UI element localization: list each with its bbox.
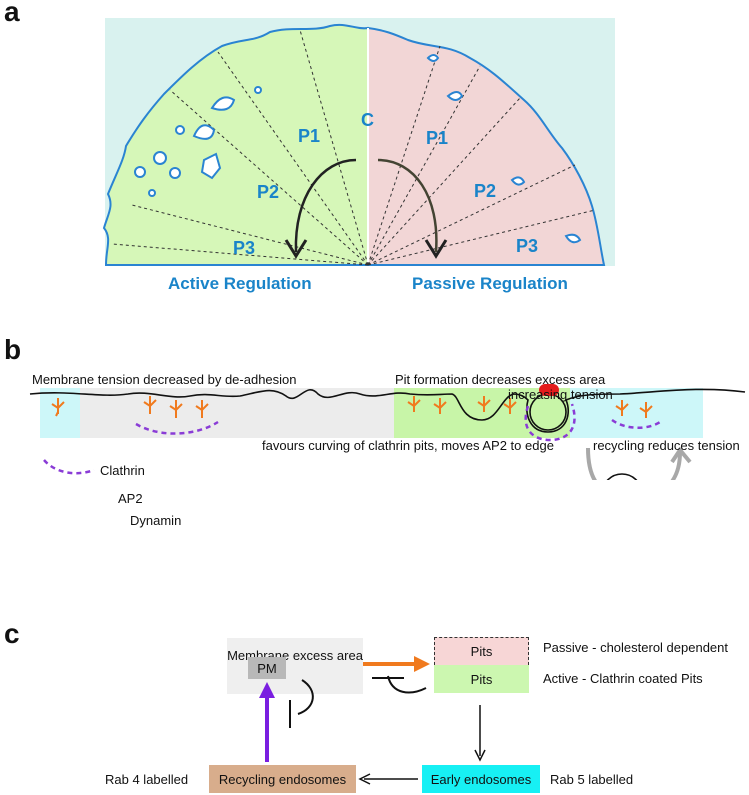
text-increasing-tension: increasing tension [508, 387, 613, 402]
pm-box: PM [248, 657, 286, 679]
legend-ap2-label: AP2 [118, 491, 143, 506]
label-c: C [361, 110, 374, 130]
panel-b-letter: b [4, 334, 22, 365]
recycled-vesicle [606, 473, 638, 480]
rab5-label: Rab 5 labelled [550, 772, 634, 787]
recycling-arrow-up [670, 451, 682, 480]
panel-b-diagram [29, 384, 746, 480]
dynamin-marker [539, 384, 559, 396]
recycling-arrowhead-up [670, 446, 692, 464]
left-arrowhead [358, 773, 371, 785]
active-note: Active - Clathrin coated Pits [543, 671, 703, 686]
label-passive-p3: P3 [516, 236, 539, 256]
passive-curve-arrow [377, 158, 438, 253]
membrane-line [29, 388, 746, 433]
legend-dynamin-label: Dynamin [130, 513, 182, 528]
panel-c-letter: c [4, 618, 20, 649]
active-curve-arrow [294, 158, 357, 253]
legend-clathrin-label: Clathrin [100, 463, 145, 478]
text-favours: favours curving of clathrin pits, moves … [262, 438, 554, 453]
label-active-p3: P3 [233, 238, 256, 258]
down-arrowhead [474, 749, 486, 762]
purple-arrowhead [259, 682, 275, 698]
panel-a-letter: a [4, 0, 20, 27]
early-endosomes-box: Early endosomes [422, 765, 540, 793]
passive-arrowhead [424, 239, 448, 259]
ap2-markers [51, 396, 653, 418]
pits-active-box: Pits [434, 665, 529, 693]
passive-note: Passive - cholesterol dependent [543, 640, 729, 655]
recycling-endosomes-box: Recycling endosomes [209, 765, 356, 793]
rab4-label: Rab 4 labelled [105, 772, 189, 787]
text-tension-decreased: Membrane tension decreased by de-adhesio… [32, 372, 297, 387]
title-passive-regulation: Passive Regulation [412, 274, 568, 293]
active-arrowhead [284, 239, 308, 259]
label-passive-p1: P1 [426, 128, 449, 148]
cyan-zone-left [40, 388, 80, 438]
sector-lines [111, 29, 596, 266]
clathrin-coat-pit [524, 403, 576, 442]
recycling-arrow-down [586, 447, 597, 480]
pits-passive-box: Pits [434, 637, 529, 665]
legend-clathrin-line [43, 459, 95, 475]
text-recycling: recycling reduces tension [593, 438, 740, 453]
orange-arrowhead [414, 656, 430, 672]
inhibition-arc-bottom [297, 679, 314, 715]
inhibition-arc-top [387, 675, 427, 694]
clathrin-coat-right [611, 418, 661, 429]
title-active-regulation: Active Regulation [168, 274, 312, 293]
label-active-p1: P1 [298, 126, 321, 146]
label-active-p2: P2 [257, 182, 280, 202]
text-pit-formation: Pit formation decreases excess area [395, 372, 606, 387]
passive-region [367, 26, 606, 266]
label-passive-p2: P2 [474, 181, 497, 201]
cyan-zone-right [570, 388, 703, 438]
panel-a-diagram [102, 18, 615, 266]
vesicles [134, 54, 582, 244]
